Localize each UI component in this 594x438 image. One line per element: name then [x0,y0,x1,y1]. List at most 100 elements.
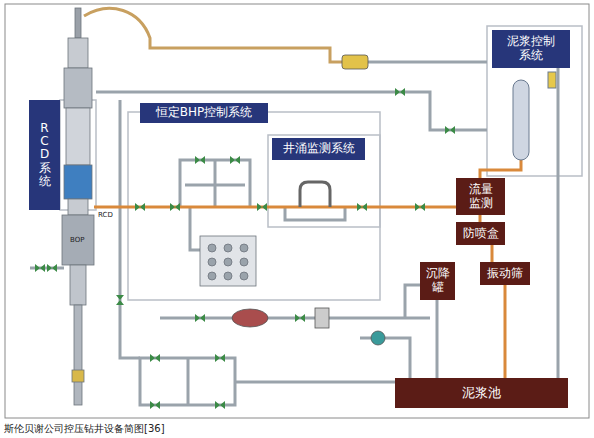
node-text: 恒定BHP控制系统 [156,106,253,120]
grey-pipe [185,184,245,187]
valve-symbol [230,156,240,164]
grey-pipe [140,358,235,405]
valve-symbol [357,203,367,211]
system-label: 泥浆控制系统 [492,30,570,68]
wellhead-stack [75,8,81,38]
control-panel [208,272,216,280]
frame-border [5,4,589,418]
flow-meter-symbol [300,182,330,207]
wellhead-stack [64,68,92,108]
wellhead-stack [70,265,86,305]
grey-pipe [368,61,487,64]
system-label: 恒定BHP控制系统 [140,103,268,123]
pipe-connector [479,215,482,222]
wellhead-stack [62,8,94,405]
grey-pipe [120,100,140,358]
pipe-connector [436,300,439,378]
valve-symbol [35,88,455,409]
node-text: 沉降罐 [425,267,451,295]
valve-symbol [295,314,305,322]
control-panel [224,258,232,266]
valve-symbol [116,295,124,305]
valve-symbol [150,354,160,362]
equipment-box: 沉降罐 [420,262,455,300]
node-text: 振动筛 [487,267,523,281]
node-text: 泥浆池 [462,386,501,401]
pump-symbol [342,55,368,69]
flow-meter-symbol [300,182,330,207]
part-label: RCD [98,211,113,219]
wellhead-stack [62,215,94,265]
region-outline [60,100,96,210]
control-panel [240,244,248,252]
node-text: 井涌监测系统 [283,142,355,156]
grey-pipe [360,338,410,378]
valve-symbol [415,203,425,211]
valve-symbol [215,354,225,362]
pipe-connector [504,285,507,378]
valve-symbol [150,401,160,409]
node-text: 防喷盒 [463,227,499,241]
valve-symbol [445,126,455,134]
grey-pipe [96,92,487,130]
pipe-connector [491,245,494,262]
wellhead-stack [64,165,92,199]
valve-symbol [215,401,225,409]
control-panel [200,236,256,286]
system-label: RCD系统 [29,100,60,210]
figure-caption: 斯伦贝谢公司控压钻井设备简图[36] [4,422,165,436]
wellhead-stack [68,38,88,68]
control-panel [224,272,232,280]
hose [84,8,342,62]
grey-pipe [235,381,395,384]
valve-symbol [47,264,57,272]
valve-symbol [395,88,405,96]
node-text: RCD系统 [39,122,51,188]
equipment-box: 防喷盒 [456,222,505,245]
orange-pipe [480,160,521,178]
pump-symbol [232,309,268,327]
valve-symbol [195,314,205,322]
equipment-box: 流量监测 [456,178,505,215]
wellhead-stack [66,108,90,165]
control-panel [240,272,248,280]
mud-pit-box: 泥浆池 [395,378,568,408]
frame-border [5,4,589,418]
control-panel [208,244,216,252]
control-panel [240,258,248,266]
valve-symbol [195,156,205,164]
grey-pipe [30,62,487,405]
equipment-box: 振动筛 [480,262,530,285]
grey-pipe [187,358,190,405]
control-panel [224,244,232,252]
grey-pipe [285,207,345,220]
grey-pipe [180,160,250,207]
separator-vessel [513,80,529,160]
valve-symbol [170,203,180,211]
valve-symbol [135,203,145,211]
filter-symbol [315,308,329,328]
node-text: 泥浆控制系统 [505,35,557,63]
part-label: BOP [70,236,84,244]
region-outline [60,26,582,300]
valve-symbol [35,264,45,272]
hose [84,8,342,62]
region-outline [268,135,380,227]
filter-symbol [315,308,329,328]
grey-pipe [405,285,420,318]
control-panel [200,236,256,286]
system-label: 井涌监测系统 [272,138,365,160]
separator-vessel [548,72,556,88]
orange-pipe [94,206,456,209]
pump-symbol [371,331,385,345]
wellhead-stack [74,305,82,405]
node-text: 流量监测 [468,183,494,211]
wellhead-stack [68,199,88,215]
valve-symbol [257,203,267,211]
grey-pipe [190,207,200,250]
region-outline [487,26,582,176]
pump-symbol [232,55,385,345]
control-panel [208,258,216,266]
